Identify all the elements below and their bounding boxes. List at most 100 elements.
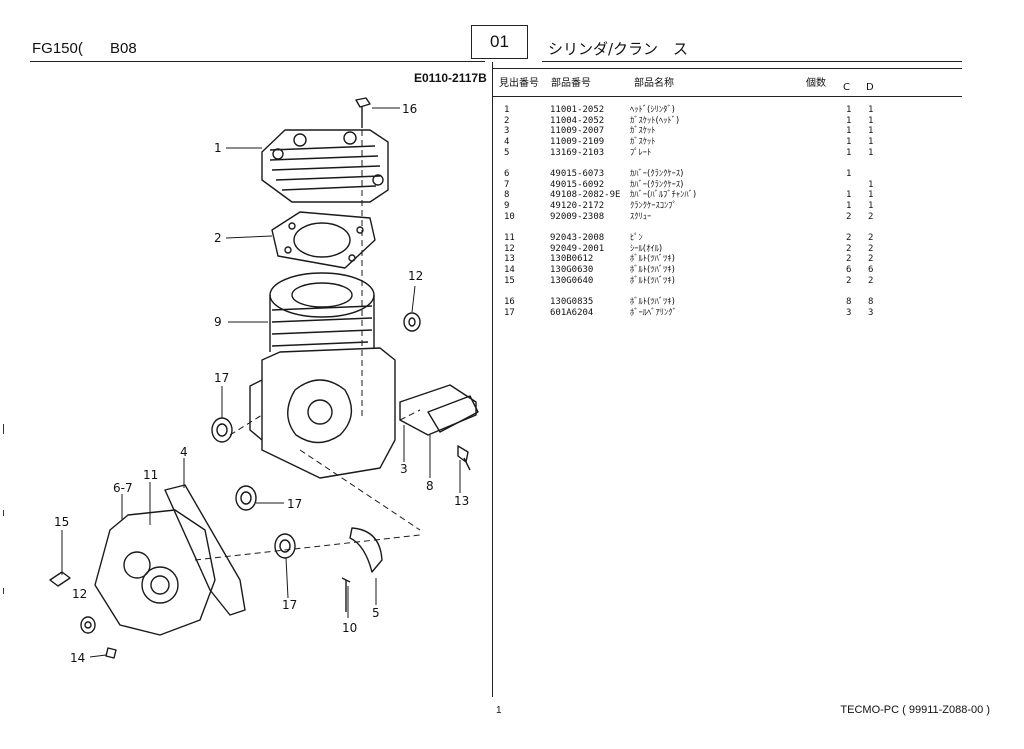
cell-part-number: 130B0612 [550, 254, 594, 265]
cell-qty-c: 1 [846, 137, 852, 148]
cell-qty-d: 1 [868, 137, 874, 148]
column-header-part-no: 部品番号 [551, 78, 591, 89]
cell-ref-no: 13 [504, 254, 515, 265]
cell-part-number: 130G0835 [550, 297, 594, 308]
cylinder-head-drawing [261, 129, 389, 203]
cell-qty-d: 2 [868, 233, 874, 244]
margin-mark [3, 424, 4, 434]
cell-part-name: ﾍｯﾄﾞ(ｼﾘﾝﾀﾞ) [630, 105, 675, 115]
column-header-c: C [843, 82, 850, 93]
section-code: B08 [110, 40, 137, 57]
callout-12-lower: 12 [72, 587, 87, 601]
cell-ref-no: 5 [504, 147, 510, 158]
cell-qty-c: 1 [846, 169, 852, 180]
callout-17-lower: 17 [282, 598, 297, 612]
callout-13: 13 [454, 494, 469, 508]
cell-part-number: 11004-2052 [550, 115, 605, 126]
header-rule-right [542, 61, 962, 62]
valve-chamber-cover-drawing [399, 384, 479, 436]
cell-part-name: ｶﾊﾞｰ(ｸﾗﾝｸｹｰｽ) [630, 169, 684, 180]
cell-part-name: ｼｰﾙ(ｵｲﾙ) [630, 243, 663, 254]
bolt-14-drawing [105, 647, 117, 659]
callout-8: 8 [426, 479, 434, 493]
cell-part-number: 92049-2001 [550, 243, 605, 254]
cell-part-number: 49015-6073 [550, 169, 605, 180]
cell-ref-no: 10 [504, 211, 515, 222]
cell-qty-d: 1 [868, 105, 874, 115]
cell-ref-no: 11 [504, 233, 515, 244]
cell-qty-c: 1 [846, 105, 852, 115]
cell-part-name: ﾎﾞﾙﾄ(ﾂﾊﾞﾂｷ) [630, 254, 675, 265]
cell-ref-no: 14 [504, 265, 515, 276]
cell-qty-d: 6 [868, 265, 874, 276]
cell-qty-c: 6 [846, 265, 852, 276]
callout-1: 1 [214, 141, 222, 155]
cell-qty-c: 1 [846, 147, 852, 158]
crankcase-drawing [249, 272, 396, 479]
cell-part-name: ｶﾞｽｹｯﾄ [630, 126, 656, 137]
column-header-qty: 個数 [806, 78, 826, 89]
callout-17-left: 17 [214, 371, 229, 385]
column-header-ref-no: 見出番号 [499, 78, 539, 89]
cell-part-number: 92009-2308 [550, 211, 605, 222]
cell-qty-d: 1 [868, 190, 874, 201]
cell-ref-no: 4 [504, 137, 510, 148]
cell-part-name: ﾎﾞｰﾙﾍﾞｱﾘﾝｸﾞ [630, 307, 677, 318]
callout-14: 14 [70, 651, 85, 665]
cell-qty-d: 2 [868, 254, 874, 265]
cell-part-name: ｶﾊﾞｰ(ﾊﾞﾙﾌﾞﾁｬﾝﾊﾞ) [630, 190, 697, 201]
bearing-17-drawing [211, 417, 233, 443]
cell-qty-d: 1 [868, 126, 874, 137]
cell-part-number: 11009-2109 [550, 137, 605, 148]
plate-drawing [349, 527, 383, 573]
cell-ref-no: 6 [504, 169, 510, 180]
margin-mark [3, 510, 4, 516]
cell-part-name: ｶﾞｽｹｯﾄ [630, 137, 656, 148]
cell-part-name: ｶﾞｽｹｯﾄ(ﾍｯﾄﾞ) [630, 115, 680, 126]
cell-qty-d: 1 [868, 179, 874, 190]
cell-part-number: 601A6204 [550, 307, 594, 318]
callout-4: 4 [180, 445, 188, 459]
callout-3: 3 [400, 462, 408, 476]
cell-qty-c: 1 [846, 190, 852, 201]
oil-seal-drawing [403, 312, 421, 332]
crankcase-cover-drawing [94, 484, 246, 636]
cell-ref-no: 9 [504, 201, 510, 212]
cell-qty-c: 1 [846, 115, 852, 126]
cell-ref-no: 7 [504, 179, 510, 190]
exploded-parts-diagram: 1 2 9 16 12 17 4 11 6-7 15 17 17 5 10 3 … [49, 97, 479, 665]
cell-qty-d: 8 [868, 297, 874, 308]
callout-5: 5 [372, 606, 380, 620]
cell-part-number: 49015-6092 [550, 179, 605, 190]
page-title: シリンダ/クラン ス [548, 40, 689, 58]
bolt-16-drawing [355, 97, 371, 128]
oil-seal-12b-drawing [80, 616, 96, 634]
cell-ref-no: 16 [504, 297, 515, 308]
cell-part-number: 92043-2008 [550, 233, 605, 244]
callout-17-mid: 17 [287, 497, 302, 511]
cell-qty-d: 2 [868, 243, 874, 254]
bearing-17b-drawing [235, 485, 257, 511]
cell-qty-d: 1 [868, 201, 874, 212]
cell-part-number: 13169-2103 [550, 147, 605, 158]
cell-part-name: ｶﾊﾞｰ(ｸﾗﾝｸｹｰｽ) [630, 179, 684, 190]
column-header-part-name: 部品名称 [634, 78, 674, 89]
cell-ref-no: 15 [504, 275, 515, 286]
cell-ref-no: 8 [504, 190, 510, 201]
cell-part-number: 130G0640 [550, 275, 594, 286]
cell-part-name: ｽｸﾘｭｰ [630, 211, 652, 222]
cell-part-name: ｸﾗﾝｸｹｰｽｺﾝﾌﾟ [630, 201, 677, 212]
